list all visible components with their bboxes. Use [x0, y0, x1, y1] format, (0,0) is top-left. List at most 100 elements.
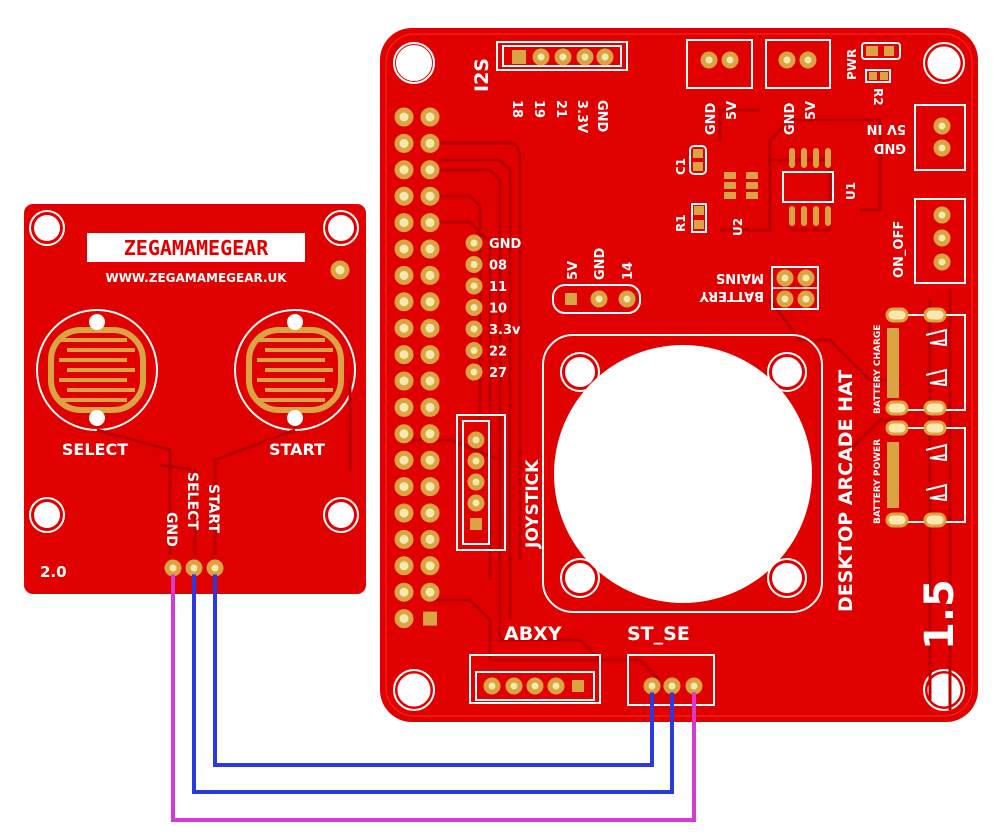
board-version: 1.5 [917, 579, 963, 650]
header-pin [394, 371, 414, 391]
gpio-label: 27 [489, 366, 507, 381]
on-off-switch: ON_OFF [892, 198, 966, 284]
select-label: SELECT [62, 440, 128, 459]
header-pin [420, 292, 440, 312]
button-board-outline [24, 204, 366, 594]
i2s-pin-label: GND [594, 100, 609, 133]
pin-label: GND [593, 247, 608, 280]
joystick-mount [542, 334, 823, 613]
pin-label: GND [704, 102, 719, 135]
button-board-version: 2.0 [40, 563, 67, 581]
gpio-label: GND [489, 237, 522, 252]
st-se-label: ST_SE [627, 623, 690, 645]
header-pin [420, 186, 440, 206]
power-connector-2: GND 5V [765, 39, 831, 135]
header-pin [394, 609, 414, 629]
pin-label: 5V [566, 261, 581, 280]
i2s-pin-label: 19 [531, 100, 546, 118]
header-pin [420, 318, 440, 338]
pin-label: 5V [804, 101, 819, 120]
battery-mains-jumper: MAINS BATTERY [699, 266, 819, 310]
abxy-label: ABXY [504, 623, 562, 645]
abxy-connector: ABXY [469, 623, 601, 704]
button-board: ZEGAMAMEGEAR WWW.ZEGAMAMEGEAR.UK SELECT … [24, 204, 366, 594]
i2s-pin-label: 3.3V [574, 100, 589, 133]
joystick-connector: JOYSTICK [456, 414, 543, 551]
url-label: WWW.ZEGAMAMEGEAR.UK [105, 271, 287, 285]
header-pin [394, 239, 414, 259]
header-pin [420, 503, 440, 523]
header-pin [394, 186, 414, 206]
header-pin [423, 611, 437, 626]
joystick-label: JOYSTICK [523, 459, 543, 549]
gnd-label: GND [873, 140, 906, 155]
battery-label: BATTERY [699, 288, 764, 303]
gpio-pad [465, 234, 483, 252]
header-pin [394, 503, 414, 523]
c1-label: C1 [674, 158, 688, 175]
traces [405, 108, 952, 710]
board-title: DESKTOP ARCADE HAT [835, 370, 857, 612]
pin-label-start: START [205, 484, 221, 534]
header-pin [420, 424, 440, 444]
power-input-connector: 5V IN GND [867, 104, 966, 171]
usb-ports: BATTERY CHARGE BATTERY POWER [873, 307, 966, 528]
i2s-label: I2S [471, 58, 493, 92]
header-pin [394, 556, 414, 576]
ldr-sensors [36, 309, 356, 431]
pin-label-select: SELECT [184, 472, 200, 530]
header-pin [420, 107, 440, 127]
i2s-connector: I2S 18 19 21 3.3V GND [471, 41, 628, 133]
pin-label-gnd: GND [163, 512, 179, 547]
hat-board: I2S 18 19 21 3.3V GND GND 5V GND 5V PWR [380, 28, 978, 722]
header-3pin: 5V GND 14 [552, 247, 641, 314]
battery-power-label: BATTERY POWER [873, 439, 883, 524]
header-pin [394, 450, 414, 470]
start-label: START [269, 440, 325, 459]
header-pin [394, 107, 414, 127]
wire-select [192, 568, 674, 794]
logo: ZEGAMAMEGEAR [124, 236, 269, 260]
header-pin [420, 160, 440, 180]
header-pin [420, 529, 440, 549]
header-pin [394, 345, 414, 365]
battery-charge-label: BATTERY CHARGE [873, 325, 883, 414]
power-connector-1: GND 5V [686, 39, 753, 135]
header-pin [394, 529, 414, 549]
mounting-holes [393, 42, 965, 711]
header-pin [420, 582, 440, 602]
header-pin [420, 239, 440, 259]
pwr-led: PWR R2 [845, 42, 901, 106]
pin-label: 5V [725, 101, 740, 120]
gpio-label: 3.3v [489, 323, 521, 338]
wire-start [213, 568, 654, 767]
gpio-pad [465, 342, 483, 359]
header-pin [394, 292, 414, 312]
header-pin [420, 265, 440, 285]
pin-label: GND [783, 102, 798, 135]
r1-label: R1 [674, 214, 688, 232]
header-pin [394, 424, 414, 444]
gpio-label: 22 [489, 345, 507, 360]
gpio-pad [465, 363, 483, 381]
gpio-pad [465, 299, 483, 316]
gpio-pad [465, 320, 483, 338]
header-pin [420, 133, 440, 153]
wire-gnd [171, 568, 696, 822]
gpio-pad [465, 256, 483, 273]
on-off-label: ON_OFF [892, 221, 907, 278]
header-pin [420, 345, 440, 365]
logo-box [87, 233, 305, 262]
header-pin [394, 213, 414, 233]
i2s-pin-label: 18 [509, 100, 524, 118]
header-pin [420, 556, 440, 576]
wires [166, 561, 701, 822]
5v-in-label: 5V IN [867, 121, 906, 136]
r2-label: R2 [871, 88, 885, 106]
header-pin [420, 477, 440, 497]
gpio-label: 08 [489, 259, 507, 274]
header-pin [394, 318, 414, 338]
smd-components: C1 R1 U2 U1 [674, 145, 858, 236]
u2-label: U2 [731, 218, 745, 236]
